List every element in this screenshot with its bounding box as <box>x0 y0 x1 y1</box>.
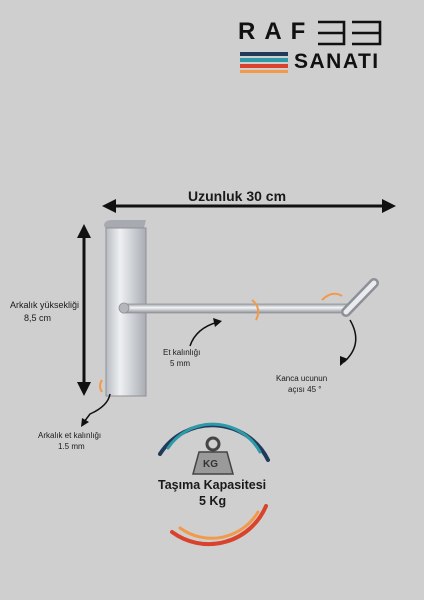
wire-thickness-label: Et kalınlığı <box>163 348 201 357</box>
hook-angle-value: açısı 45 ° <box>288 385 322 394</box>
logo-stripes <box>240 52 288 73</box>
back-thickness-value: 1.5 mm <box>58 442 85 451</box>
back-thickness-label: Arkalık et kalınlığı <box>38 431 102 440</box>
capacity-ring <box>158 422 270 547</box>
length-arrow <box>102 199 396 213</box>
brand-name-line1: RAF <box>238 18 315 45</box>
height-arrow <box>77 224 91 396</box>
length-label: Uzunluk 30 cm <box>188 188 287 204</box>
hook-angle-label: Kanca ucunun <box>276 374 328 383</box>
measurement-markers <box>99 292 343 393</box>
capacity-value: 5 Kg <box>199 494 227 508</box>
hook-rod <box>118 278 379 317</box>
back-height-label: Arkalık yüksekliği <box>10 300 80 310</box>
callout-arrowheads <box>81 318 348 427</box>
capacity-title: Taşıma Kapasitesi <box>158 478 267 492</box>
brand-name-line2: SANATI <box>294 50 380 73</box>
weight-icon-text: KG <box>203 459 218 470</box>
wire-thickness-value: 5 mm <box>170 359 190 368</box>
logo-mark-icon <box>318 20 382 46</box>
weight-icon <box>192 436 234 475</box>
back-height-value: 8,5 cm <box>24 313 52 323</box>
